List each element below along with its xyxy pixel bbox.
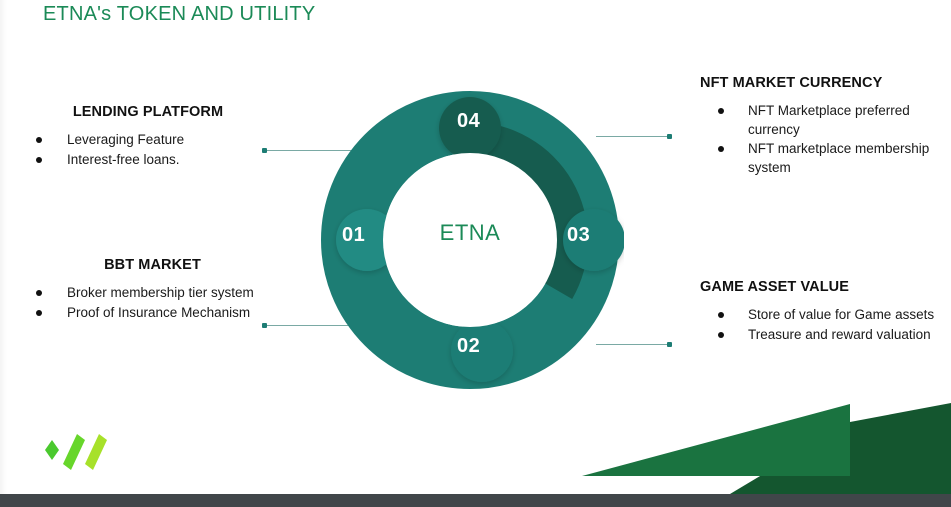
donut-badge-label-04: 04: [457, 110, 481, 132]
connector-bbt: [262, 323, 374, 328]
donut-badge-01: [336, 209, 398, 271]
block-title-nft-market-currency: NFT MARKET CURRENCY: [700, 75, 883, 91]
connector-game: [596, 342, 672, 347]
list-item: NFT marketplace membership system: [700, 140, 948, 177]
list-item-text: NFT Marketplace preferred currency: [748, 103, 910, 137]
info-block-bbt-market: BBT MARKET Broker membership tier system…: [30, 257, 275, 323]
connector-lending: [262, 148, 374, 153]
connector-endpoint-dot: [667, 342, 672, 347]
connector-endpoint-dot: [667, 134, 672, 139]
list-item: Treasure and reward valuation: [700, 326, 948, 345]
list-item-text: Interest-free loans.: [67, 151, 180, 167]
page-title: ETNA's TOKEN AND UTILITY: [43, 3, 316, 25]
list-item-text: Store of value for Game assets: [748, 307, 935, 322]
corner-decoration-svg: [582, 403, 951, 494]
list-item-text: NFT marketplace membership system: [748, 141, 930, 175]
list-item-text: Proof of Insurance Mechanism: [67, 304, 251, 320]
donut-badge-02: [451, 320, 513, 382]
donut-inner-hole: [383, 153, 557, 327]
bullet-dot-icon: [36, 309, 42, 316]
list-item: Broker membership tier system: [30, 284, 275, 303]
logo-shape-small: [45, 440, 59, 460]
block-title-game-asset-value: GAME ASSET VALUE: [700, 279, 850, 295]
info-block-lending-platform: LENDING PLATFORM Leveraging Feature Inte…: [30, 104, 266, 170]
donut-badge-label-03: 03: [567, 224, 591, 246]
bullet-dot-icon: [718, 146, 724, 152]
list-item: Leveraging Feature: [30, 131, 266, 150]
connector-nft: [596, 134, 672, 139]
info-block-nft-market-currency: NFT MARKET CURRENCY NFT Marketplace pref…: [700, 75, 948, 178]
list-item: Store of value for Game assets: [700, 306, 948, 325]
donut-badge-03: [563, 209, 624, 271]
block-title-lending-platform: LENDING PLATFORM: [72, 104, 224, 120]
bullet-list-nft-market-currency: NFT Marketplace preferred currency NFT m…: [700, 102, 948, 177]
list-item-text: Leveraging Feature: [67, 132, 185, 147]
footer-bar: [0, 494, 951, 507]
donut-svg: [321, 91, 624, 389]
donut-diagram: ETNA 01 02 03 04: [316, 86, 624, 394]
left-edge-strip: [0, 0, 7, 494]
logo-shape-large: [85, 434, 107, 470]
connector-endpoint-dot: [262, 148, 267, 153]
bullet-dot-icon: [36, 156, 42, 163]
bullet-list-bbt-market: Broker membership tier system Proof of I…: [30, 284, 275, 322]
donut-badge-label-02: 02: [457, 335, 481, 357]
brand-logo-icon: [33, 424, 113, 476]
list-item-text: Treasure and reward valuation: [748, 326, 931, 342]
list-item: Proof of Insurance Mechanism: [30, 304, 275, 323]
bullet-dot-icon: [718, 312, 724, 318]
decoration-triangle-light: [582, 404, 850, 476]
bullet-dot-icon: [718, 108, 724, 114]
bullet-dot-icon: [718, 331, 724, 338]
info-block-game-asset-value: GAME ASSET VALUE Store of value for Game…: [700, 279, 948, 345]
bullet-list-game-asset-value: Store of value for Game assets Treasure …: [700, 306, 948, 344]
connector-endpoint-dot: [262, 323, 267, 328]
block-title-bbt-market: BBT MARKET: [104, 257, 201, 273]
logo-shape-mid: [63, 434, 85, 470]
brand-logo-svg: [45, 434, 107, 470]
corner-decoration: [560, 390, 951, 494]
list-item: Interest-free loans.: [30, 151, 266, 170]
bullet-list-lending-platform: Leveraging Feature Interest-free loans.: [30, 131, 266, 169]
list-item: NFT Marketplace preferred currency: [700, 102, 948, 139]
list-item-text: Broker membership tier system: [67, 285, 254, 300]
donut-badge-label-01: 01: [342, 224, 366, 246]
bullet-dot-icon: [36, 290, 42, 296]
donut-center-label: ETNA: [439, 220, 501, 245]
bullet-dot-icon: [36, 137, 42, 143]
donut-badge-04: [439, 97, 501, 159]
